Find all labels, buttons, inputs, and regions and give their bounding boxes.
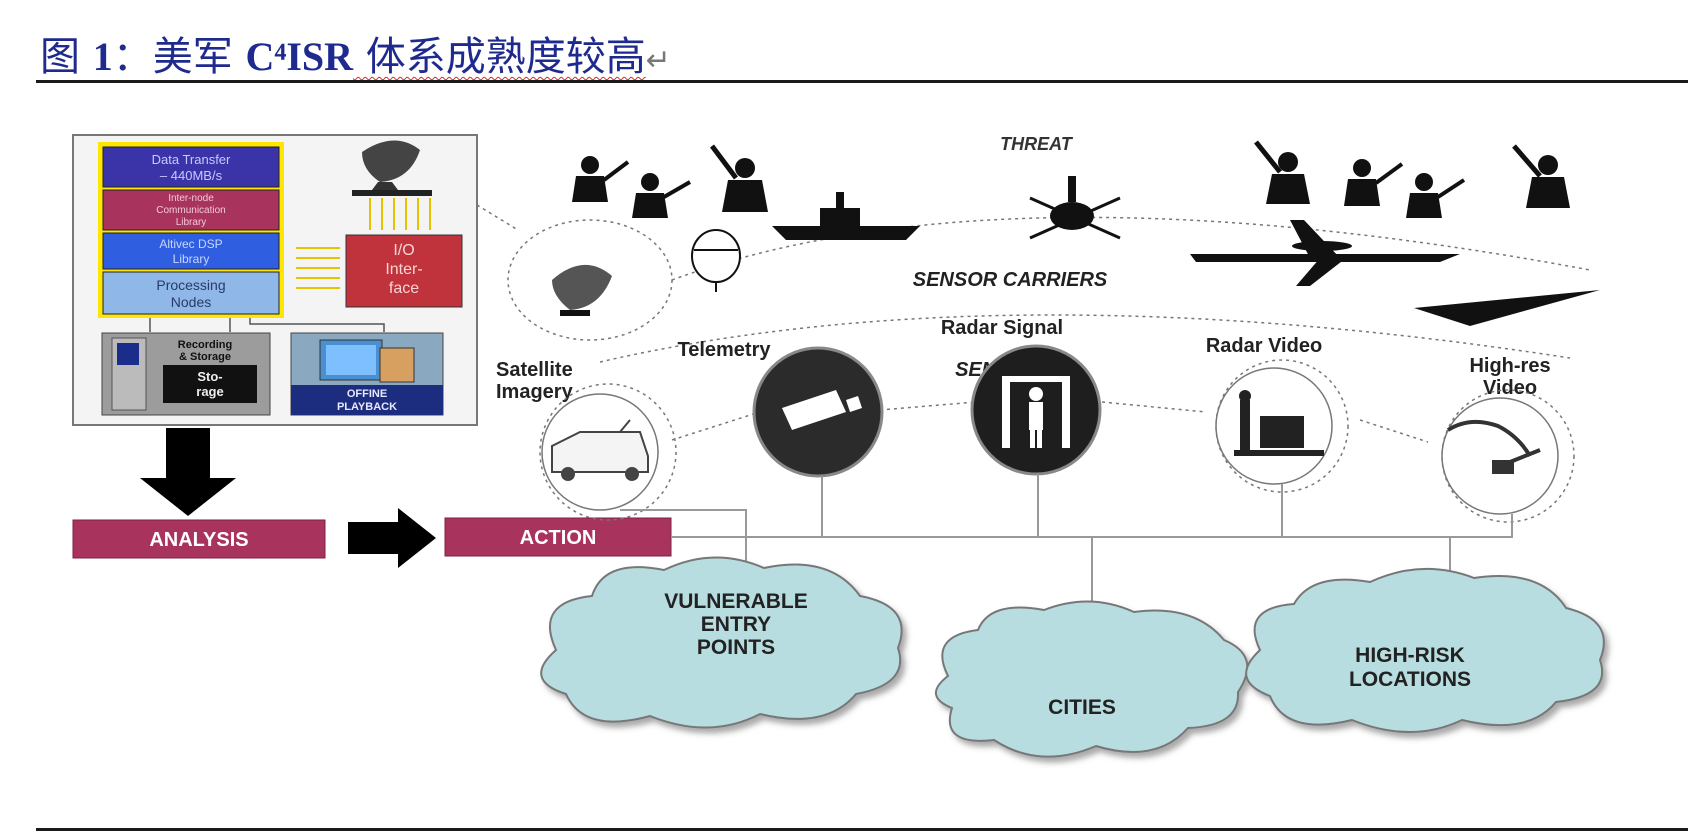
- figure-title-abbr: C⁴ISR: [245, 34, 354, 79]
- highrisk-line-1: HIGH-RISK: [1355, 644, 1465, 667]
- action-box: [444, 517, 672, 557]
- comm-library-block: [102, 189, 280, 231]
- threat-figures-right: [1254, 140, 1570, 218]
- body-scanner-icon: [1002, 376, 1070, 448]
- signal-arrows-down: [369, 198, 431, 230]
- soldier-icon: [1406, 173, 1466, 218]
- comm-library-line-1: Inter-node: [168, 193, 214, 204]
- highrisk-line-2: LOCATIONS: [1349, 668, 1471, 691]
- data-transfer-block: [102, 146, 280, 188]
- satellite-dish-icon: [352, 140, 432, 196]
- processing-nodes-line-1: Processing: [156, 277, 225, 293]
- cloud-vulnerable-entry-points: VULNERABLE ENTRY POINTS: [540, 556, 903, 729]
- sensor-xray-station: [1215, 359, 1349, 493]
- threat-figures-left: [572, 144, 768, 218]
- satellite-label-line-1: Satellite: [496, 359, 573, 381]
- analysis-label: ANALYSIS: [149, 529, 248, 551]
- playback-line-1: OFFINE: [347, 388, 387, 400]
- processor-panel: Data Transfer – 440MB/s Inter-node Commu…: [72, 134, 478, 426]
- dsp-library-line-2: Library: [173, 252, 210, 266]
- cities-label: CITIES: [1048, 696, 1116, 719]
- dsp-library-line-1: Altivec DSP: [159, 237, 222, 251]
- comm-library-line-2: Communication: [156, 205, 225, 216]
- soldier-icon: [1254, 140, 1310, 204]
- sensor-carriers-label: SENSOR CARRIERS: [913, 269, 1108, 291]
- handheld-detector-icon: [1446, 419, 1541, 474]
- figure-number: 1: [92, 34, 113, 79]
- figure-title: 图 1：美军 C⁴ISR 体系成熟度较高↵: [40, 24, 671, 82]
- van-icon: [551, 419, 649, 481]
- sensor-handheld: [1441, 389, 1575, 523]
- caption-rule: [36, 80, 1688, 83]
- awacs-aircraft-icon: [1190, 220, 1460, 286]
- figure-caption: 图 1：美军 C⁴ISR 体系成熟度较高↵: [36, 18, 1688, 82]
- sensor-carriers: [552, 176, 1600, 326]
- soldier-icon: [710, 144, 768, 212]
- stealth-bomber-icon: [1414, 290, 1600, 326]
- cloud-cities: CITIES: [935, 600, 1249, 758]
- recording-storage-unit: Recording & Storage Sto- rage: [101, 332, 271, 416]
- figure-title-cn-2: 体系成熟度较高: [353, 34, 646, 80]
- soldier-icon: [1512, 144, 1570, 208]
- paragraph-return-mark: ↵: [645, 43, 671, 78]
- playback-line-2: PLAYBACK: [337, 401, 397, 413]
- action-label: ACTION: [520, 527, 597, 549]
- c4isr-diagram: Data Transfer – 440MB/s Inter-node Commu…: [0, 90, 1708, 825]
- offline-playback-unit: OFFINE PLAYBACK: [290, 332, 444, 416]
- comm-library-line-3: Library: [176, 217, 207, 228]
- security-camera-icon: [782, 390, 862, 430]
- soldier-icon: [632, 173, 691, 218]
- satellite-label-line-2: Imagery: [496, 381, 574, 403]
- io-line-3: face: [389, 280, 419, 297]
- threat-label: THREAT: [1000, 134, 1074, 154]
- processing-nodes-line-2: Nodes: [171, 294, 211, 310]
- io-line-2: Inter-: [385, 261, 422, 278]
- vulnerable-line-2: ENTRY: [701, 613, 771, 636]
- sensor-body-scanner: [970, 344, 1102, 476]
- sensor-van: [539, 383, 677, 521]
- soldier-icon: [1344, 159, 1404, 206]
- recording-line-1: Recording: [178, 339, 232, 351]
- io-interface-block: [345, 234, 463, 308]
- xray-station-icon: [1234, 390, 1324, 456]
- sensor-cctv: [752, 346, 884, 478]
- analysis-box: [72, 519, 326, 559]
- storage-line-2: rage: [196, 384, 223, 399]
- signal-arrows-left: [296, 247, 340, 289]
- helicopter-icon: [1029, 176, 1121, 240]
- vulnerable-line-3: POINTS: [697, 636, 775, 659]
- aerostat-icon: [691, 229, 741, 292]
- footer-rule: [36, 828, 1688, 831]
- soldier-icon: [572, 156, 630, 202]
- warship-icon: [772, 192, 920, 240]
- data-transfer-line-1: Data Transfer: [152, 152, 231, 167]
- down-arrow-icon: [140, 428, 236, 516]
- telemetry-label: Telemetry: [677, 339, 771, 361]
- figure-separator: ：: [112, 34, 153, 80]
- radar-signal-label: Radar Signal: [941, 317, 1063, 339]
- io-line-1: I/O: [393, 242, 414, 259]
- figure-prefix: 图: [40, 34, 93, 80]
- figure-title-cn-1: 美军: [152, 34, 246, 80]
- panel-connectors: [149, 318, 385, 332]
- processor-stack: Data Transfer – 440MB/s Inter-node Commu…: [102, 146, 280, 315]
- ground-dish-icon: [552, 264, 612, 316]
- recording-line-2: & Storage: [179, 351, 231, 363]
- radar-video-label: Radar Video: [1206, 335, 1322, 357]
- data-transfer-line-2: – 440MB/s: [160, 168, 223, 183]
- right-arrow-icon: [348, 508, 436, 568]
- cloud-high-risk-locations: HIGH-RISK LOCATIONS: [1245, 567, 1605, 733]
- vulnerable-line-1: VULNERABLE: [664, 590, 808, 613]
- dsp-library-block: [102, 232, 280, 270]
- storage-line-1: Sto-: [197, 369, 222, 384]
- highres-label-line-1: High-res: [1469, 355, 1550, 377]
- highres-label-line-2: Video: [1483, 377, 1537, 399]
- processing-nodes-block: [102, 271, 280, 315]
